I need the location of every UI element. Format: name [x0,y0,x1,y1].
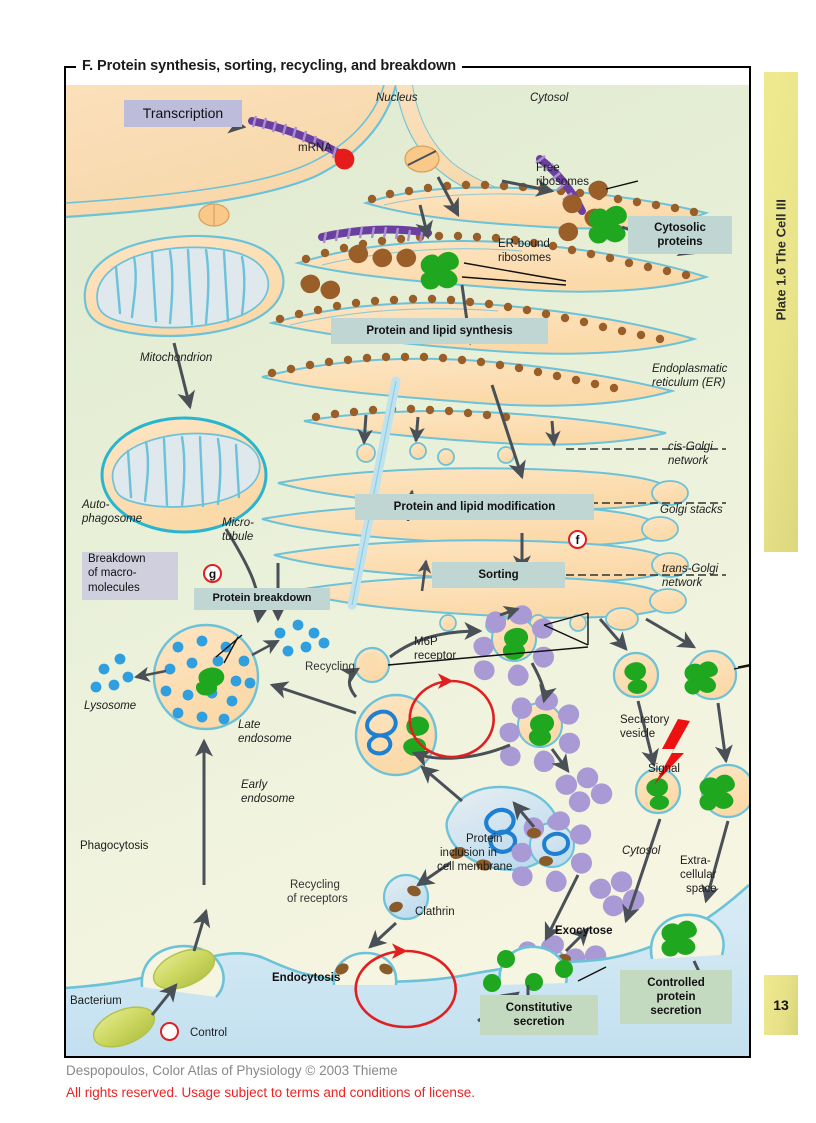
label-endoplasmic-reticulum-line1: Endoplasmatic [652,363,728,375]
label-m6p-receptor-line1: M6P [414,636,438,648]
control-marker-g[interactable]: g [203,564,222,583]
label-trans-golgi-network-line1: trans-Golgi [662,563,719,575]
label-control-legend: Control [190,1027,228,1039]
label-box-protein-breakdown: Protein breakdown [194,588,330,610]
label-secretory-vesicle-line2: vesicle [620,728,656,740]
label-recycling-of-receptors-line1: Recycling [290,879,340,891]
control-legend-circle [160,1022,179,1041]
label-cis-golgi-network-line1: cis-Golgi [668,441,713,453]
label-cytosol-top: Cytosol [530,92,569,104]
label-cis-golgi-network-line2: network [668,455,709,467]
label-protein-inclusion-line1: Protein [466,833,503,845]
footer-credit: Despopoulos, Color Atlas of Physiology ©… [66,1063,398,1078]
footer-rights: All rights reserved. Usage subject to te… [66,1085,475,1100]
label-er-bound-ribosomes-line2: ribosomes [498,252,552,264]
label-recycling-of-receptors-line2: of receptors [287,893,348,905]
label-autophagosome-line1: Auto- [82,499,110,511]
label-m6p-receptor-line2: receptor [414,650,457,662]
title-rule-right [424,66,751,68]
label-late-endosome-line1: Late [238,719,261,731]
cytosolic-proteins-line1: Cytosolic [654,221,706,234]
label-box-cytosolic-proteins: Cytosolic proteins [628,216,732,254]
macro-line1: Breakdown [88,553,146,565]
page-number: 13 [773,997,789,1013]
label-box-constitutive-secretion: Constitutive secretion [480,995,598,1035]
label-extracellular-line2: cellular [680,869,717,881]
constitutive-line1: Constitutive [505,1001,573,1014]
label-early-endosome-line2: endosome [241,793,295,805]
frame-border-bottom [64,1056,751,1058]
section-title: F. Protein synthesis, sorting, recycling… [76,58,463,74]
label-microtubule-line2: tubule [222,531,254,543]
label-protein-inclusion-line3: cell membrane [437,861,513,873]
label-early-endosome-line1: Early [241,779,268,791]
controlled-line1: Controlled [647,976,705,989]
label-phagocytosis: Phagocytosis [80,840,149,852]
label-box-protein-lipid-synthesis: Protein and lipid synthesis [331,318,548,344]
label-exocytose: Exocytose [555,925,613,937]
label-box-protein-lipid-modification: Protein and lipid modification [355,494,594,520]
title-rule-left [64,66,78,68]
label-clathrin: Clathrin [415,906,455,918]
macro-line2: of macro- [88,567,137,580]
controlled-line2: protein [656,990,696,1003]
label-free-ribosomes-line1: Free [536,162,560,174]
label-recycling: Recycling [305,661,355,673]
label-autophagosome-line2: phagosome [82,513,143,525]
label-free-ribosomes-line2: ribosomes [536,176,590,188]
macro-line3: molecules [88,581,140,594]
label-er-bound-ribosomes-line1: ER-bound [498,238,550,250]
controlled-line3: secretion [650,1005,702,1017]
frame-border-right [749,66,751,1058]
label-endoplasmic-reticulum-line2: reticulum (ER) [652,377,726,389]
label-protein-inclusion-line2: inclusion in [440,847,497,859]
frame-border-left [64,66,66,1058]
cytosolic-proteins-line2: proteins [657,236,703,248]
label-box-transcription: Transcription [124,100,242,127]
label-box-controlled-protein-secretion: Controlled protein secretion [620,970,732,1024]
label-mitochondrion: Mitochondrion [140,352,213,364]
label-golgi-stacks: Golgi stacks [660,504,723,516]
constitutive-line2: secretion [513,1016,565,1028]
plate-side-tab-label: Plate 1.6 The Cell III [774,199,789,320]
control-marker-f[interactable]: f [568,530,587,549]
label-bacterium: Bacterium [70,995,122,1007]
label-endocytosis: Endocytosis [272,972,341,984]
label-microtubule-line1: Micro- [222,517,254,529]
plate-side-tab [764,72,798,552]
label-mrna: mRNA [298,142,332,154]
page-number-tab: 13 [764,975,798,1035]
label-lysosome: Lysosome [84,700,137,712]
label-extracellular-line3: space [686,883,717,895]
label-secretory-vesicle-line1: Secretory [620,714,670,726]
label-cytosol-bottom: Cytosol [622,845,661,857]
label-signal: Signal [648,763,680,775]
label-extracellular-line1: Extra- [680,855,711,867]
label-late-endosome-line2: endosome [238,733,292,745]
label-box-sorting: Sorting [432,562,565,588]
label-trans-golgi-network-line2: network [662,577,703,589]
label-box-breakdown-macromolecules: Breakdown of macro- molecules [82,552,178,600]
label-nucleus: Nucleus [376,92,418,104]
